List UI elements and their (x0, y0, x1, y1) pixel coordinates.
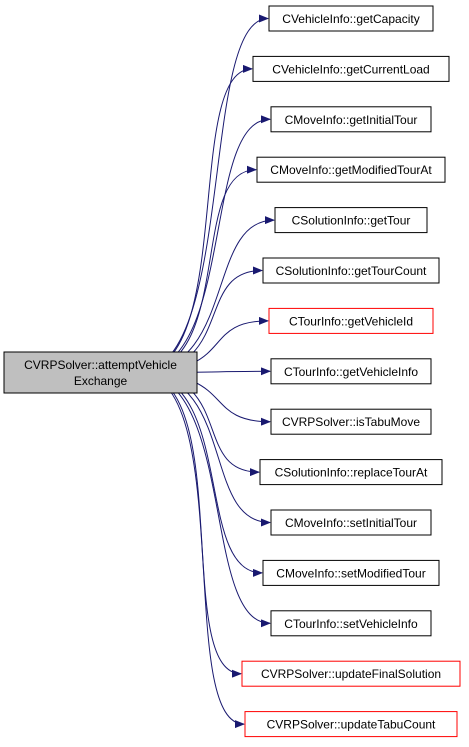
node-box (244, 711, 458, 738)
node-label: CMoveInfo::getInitialTour (285, 113, 418, 127)
node-cvrpsolver-istabumove[interactable]: CVRPSolver::isTabuMove (270, 408, 432, 435)
node-label: CVRPSolver::updateTabuCount (267, 718, 436, 732)
node-label: CVRPSolver::updateFinalSolution (261, 667, 441, 681)
source-node-label-line2: Exchange (74, 374, 128, 388)
node-box (256, 156, 446, 183)
node-box (262, 257, 440, 284)
node-box (270, 358, 432, 385)
node-label: CTourInfo::getVehicleInfo (284, 365, 418, 379)
node-cmoveinfo-getinitialtour[interactable]: CMoveInfo::getInitialTour (270, 106, 432, 133)
node-csolutioninfo-gettour[interactable]: CSolutionInfo::getTour (274, 207, 428, 234)
node-csolutioninfo-gettourcount[interactable]: CSolutionInfo::getTourCount (262, 257, 440, 284)
node-ctourinfo-setvehicleinfo[interactable]: CTourInfo::setVehicleInfo (270, 610, 432, 637)
node-cmoveinfo-getmodifiedtourat[interactable]: CMoveInfo::getModifiedTourAt (256, 156, 446, 183)
node-label: CVehicleInfo::getCurrentLoad (272, 62, 429, 76)
node-box (268, 307, 434, 334)
node-label: CSolutionInfo::replaceTourAt (275, 466, 428, 480)
node-label: CTourInfo::getVehicleId (289, 314, 413, 328)
node-cvehicleinfo-getcapacity[interactable]: CVehicleInfo::getCapacity (268, 5, 434, 32)
node-box (270, 408, 432, 435)
node-label: CMoveInfo::setModifiedTour (276, 566, 425, 580)
node-box (262, 559, 440, 586)
node-cmoveinfo-setmodifiedtour[interactable]: CMoveInfo::setModifiedTour (262, 559, 440, 586)
node-cvrpsolver-updatefinalsolution[interactable]: CVRPSolver::updateFinalSolution (241, 660, 461, 687)
node-box (270, 509, 432, 536)
node-csolutioninfo-replacetourat[interactable]: CSolutionInfo::replaceTourAt (259, 459, 443, 486)
node-box (270, 610, 432, 637)
node-box (270, 106, 432, 133)
source-node-box (3, 351, 198, 394)
node-ctourinfo-getvehicleinfo[interactable]: CTourInfo::getVehicleInfo (270, 358, 432, 385)
node-label: CSolutionInfo::getTour (292, 214, 411, 228)
node-box (274, 207, 428, 234)
node-ctourinfo-getvehicleid[interactable]: CTourInfo::getVehicleId (268, 307, 434, 334)
node-box (268, 5, 434, 32)
edge-to-csolutioninfo-gettour (136, 216, 275, 373)
node-cvrpsolver-updatetabucount[interactable]: CVRPSolver::updateTabuCount (244, 711, 458, 738)
node-cvehicleinfo-getcurrentload[interactable]: CVehicleInfo::getCurrentLoad (252, 55, 450, 82)
edge-to-ctourinfo-setvehicleinfo (136, 372, 271, 628)
source-node-label-line1: CVRPSolver::attemptVehicle (24, 358, 177, 372)
edge-to-cvrpsolver-updatefinalsolution (136, 372, 242, 678)
node-cmoveinfo-setinitialtour[interactable]: CMoveInfo::setInitialTour (270, 509, 432, 536)
edge-to-cvehicleinfo-getcapacity (136, 14, 269, 373)
edge-to-cmoveinfo-setmodifiedtour (136, 372, 263, 577)
node-box (259, 459, 443, 486)
node-box (241, 660, 461, 687)
node-label: CMoveInfo::getModifiedTourAt (270, 163, 432, 177)
node-label: CVRPSolver::isTabuMove (282, 415, 420, 429)
node-box (252, 55, 450, 82)
node-label: CVehicleInfo::getCapacity (282, 12, 419, 26)
edge-to-cvrpsolver-updatetabucount (136, 372, 245, 729)
node-label: CSolutionInfo::getTourCount (276, 264, 427, 278)
node-label: CTourInfo::setVehicleInfo (284, 617, 418, 631)
node-label: CMoveInfo::setInitialTour (285, 516, 417, 530)
